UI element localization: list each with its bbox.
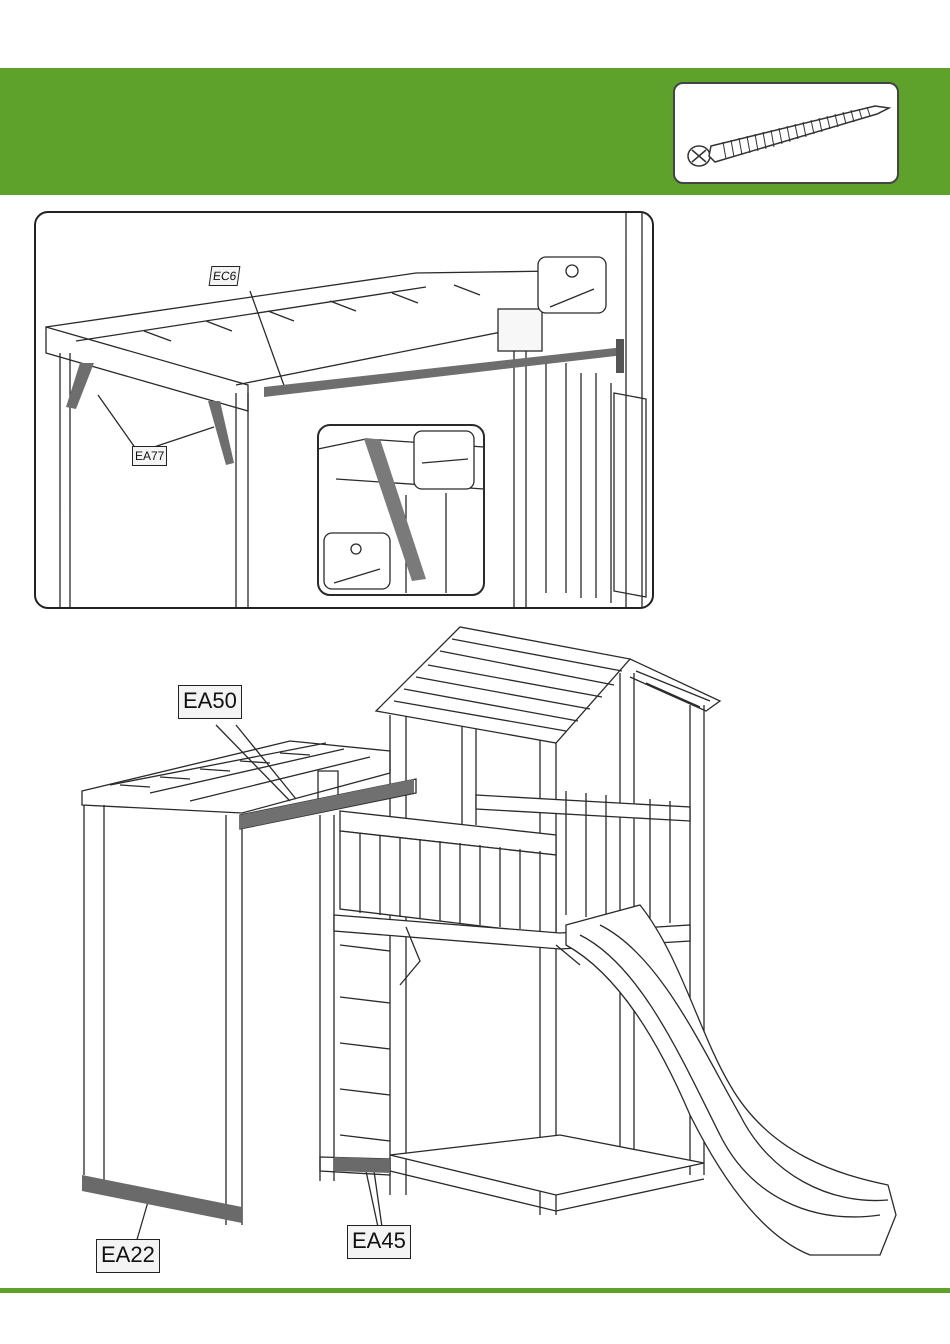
- detail-view: EC6 EA77: [34, 211, 654, 609]
- playset-illustration: EA50 EA22 EA45: [0, 615, 950, 1295]
- monkey-bar-detail-drawing: [36, 213, 652, 607]
- part-label-ea77: EA77: [132, 446, 167, 466]
- hardware-callout: [673, 82, 899, 184]
- part-label-ea45: EA45: [347, 1225, 411, 1259]
- playset-drawing: [0, 615, 950, 1295]
- footer-bar: [0, 1288, 950, 1293]
- part-label-ea50: EA50: [178, 685, 242, 719]
- screw-icon: [675, 84, 897, 182]
- part-label-ec6: EC6: [209, 266, 241, 286]
- part-label-ea22: EA22: [96, 1239, 160, 1273]
